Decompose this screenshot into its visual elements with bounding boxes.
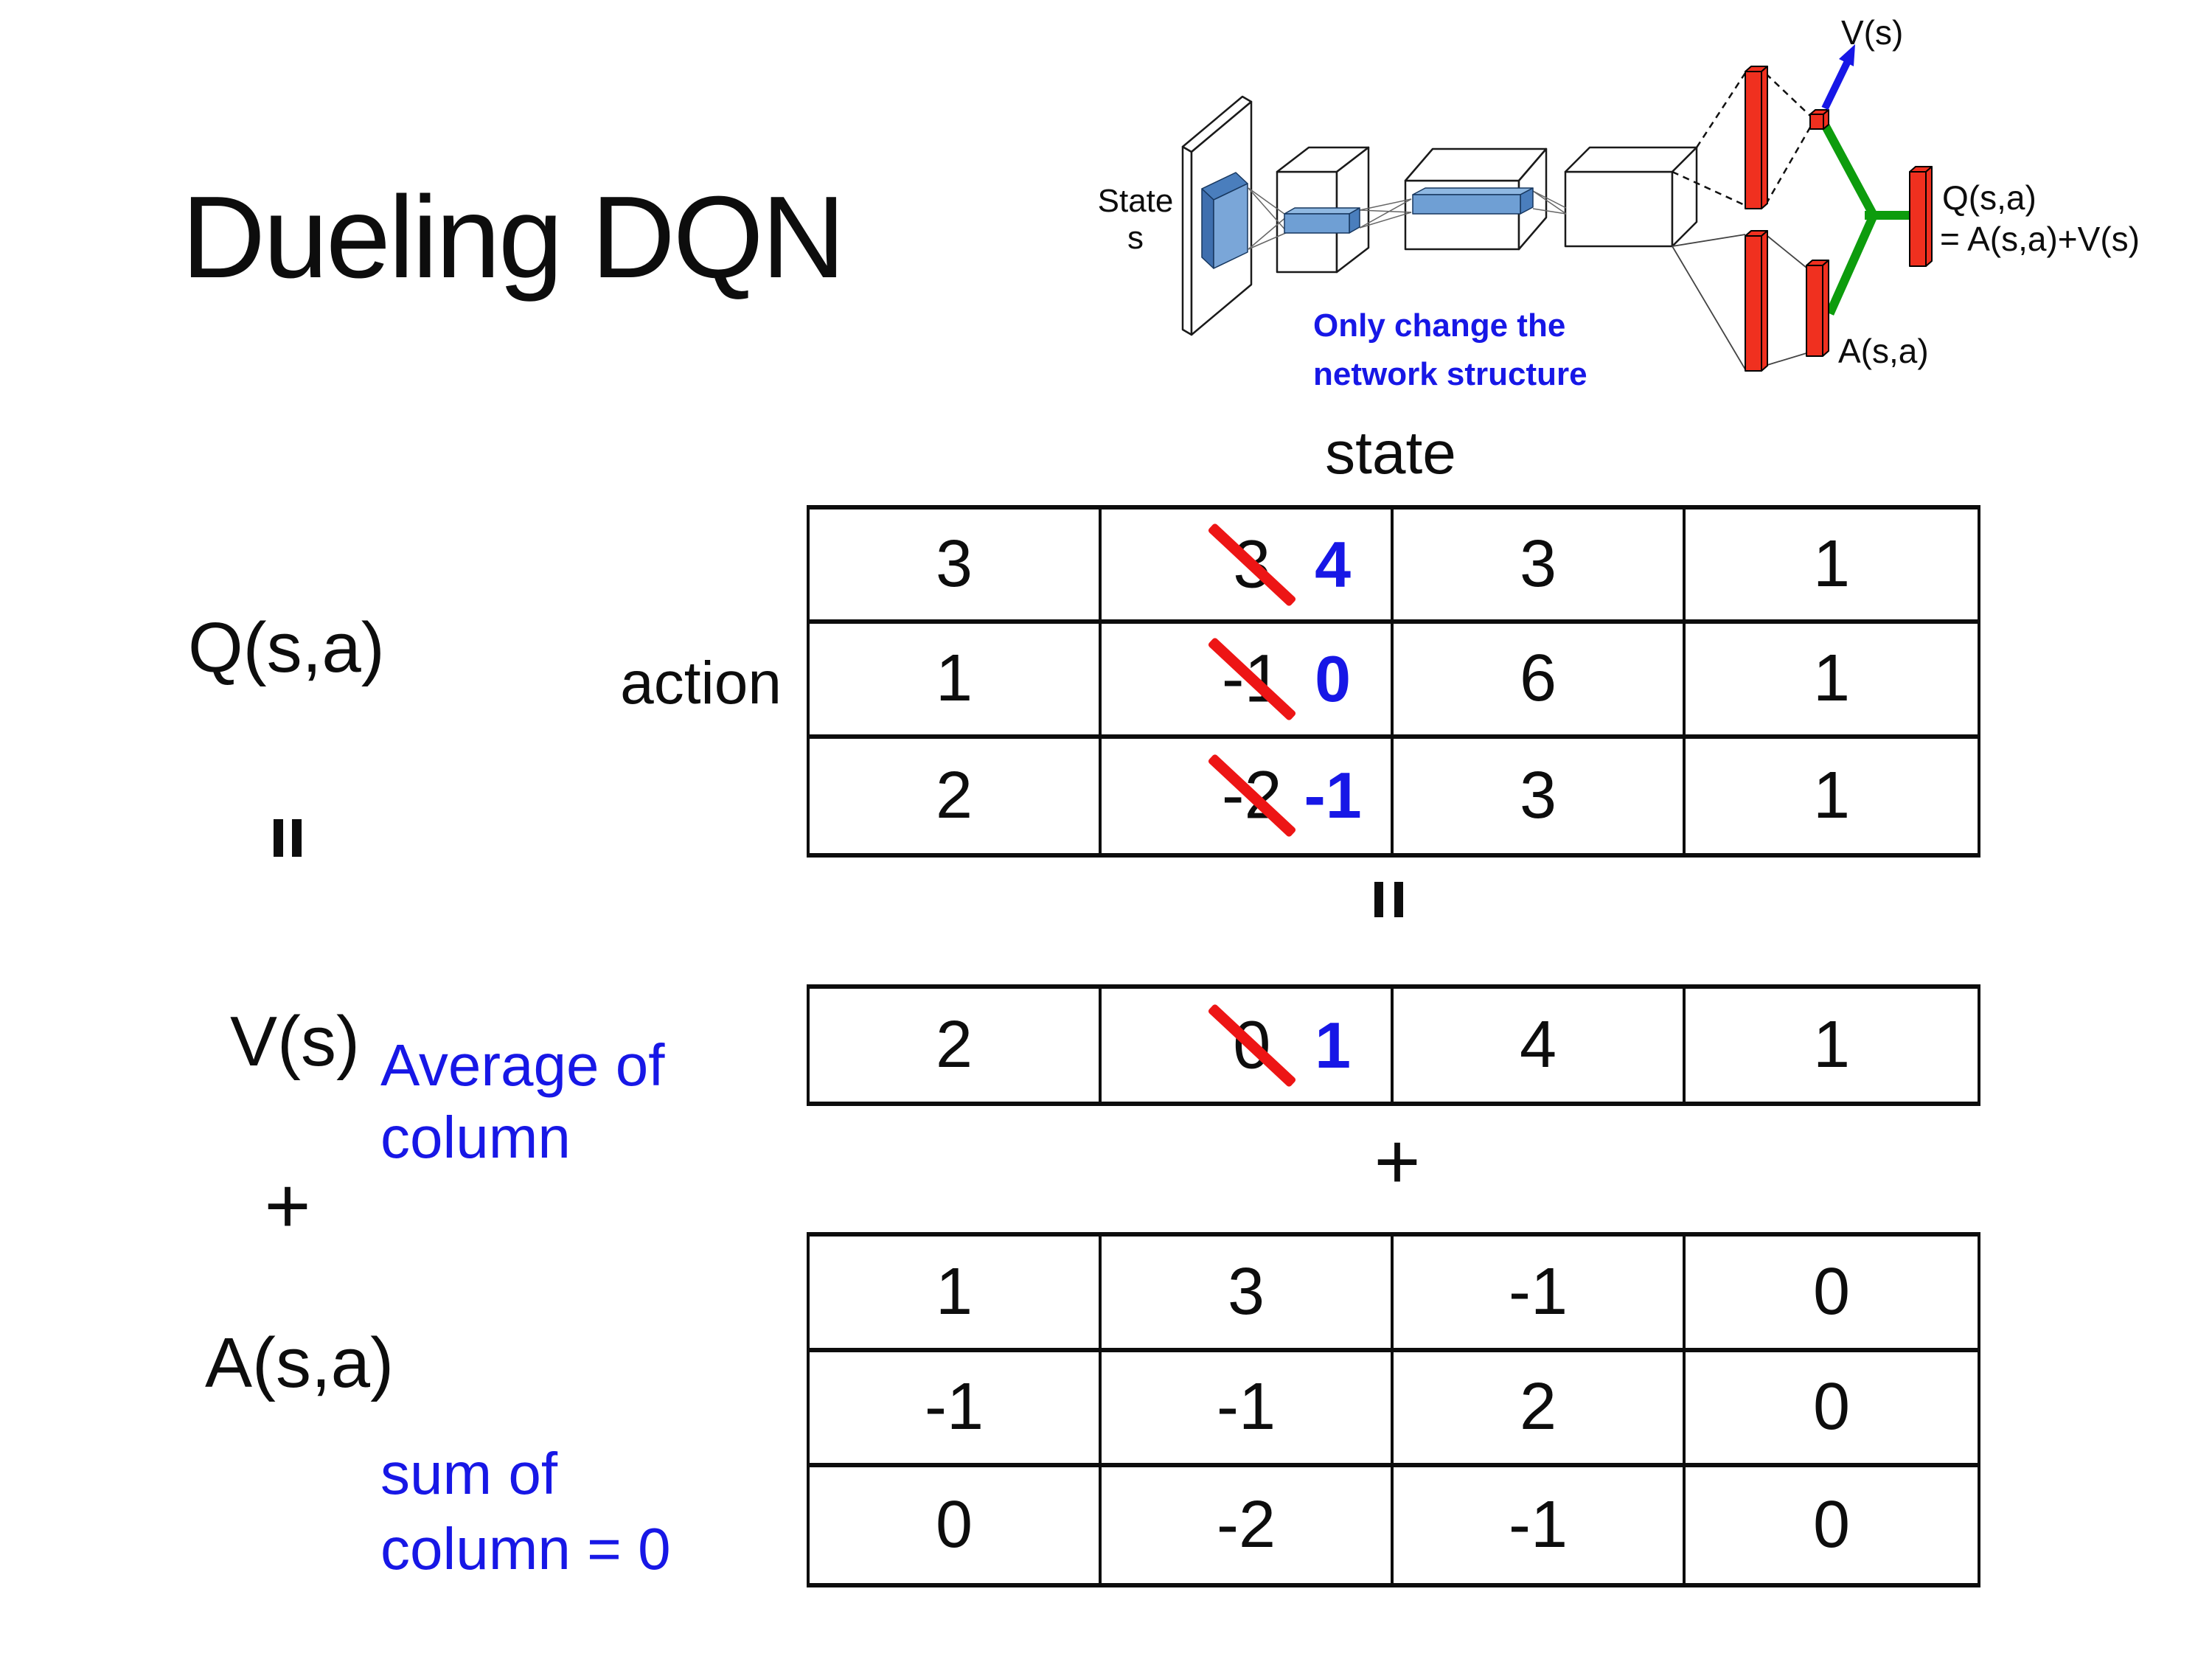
- sum-note-line2: column = 0: [380, 1516, 671, 1582]
- cell-value: 0: [935, 1488, 973, 1562]
- cell-value: 2: [935, 1008, 973, 1082]
- cell-value: 1: [1812, 527, 1851, 602]
- table-cell: -1: [1102, 1352, 1394, 1468]
- table-cell: 0: [1686, 1352, 1978, 1468]
- table-cell: -1: [1394, 1467, 1686, 1583]
- cell-value: 0: [1812, 1488, 1851, 1562]
- a-term-label: A(s,a): [205, 1324, 394, 1402]
- value-arrow-icon: [1821, 44, 1855, 111]
- cell-value: 6: [1519, 641, 1557, 716]
- cell-value: 0: [1812, 1254, 1851, 1329]
- conv-filter-1: [1201, 172, 1248, 269]
- v-term-label: V(s): [230, 1002, 360, 1081]
- cell-value: 3: [1519, 527, 1557, 602]
- table-cell: 2: [810, 989, 1102, 1102]
- state-axis-label: state: [1325, 420, 1456, 487]
- aggregator-link: [1820, 122, 1915, 316]
- cell-new-value: 0: [1315, 641, 1352, 715]
- equals-rotated-center: [1374, 882, 1403, 917]
- table-cell: 3: [810, 509, 1102, 625]
- cell-new-value: 1: [1315, 1008, 1352, 1082]
- average-note: Average of column: [380, 1029, 664, 1173]
- table-cell: 2: [810, 738, 1102, 853]
- cell-value: 3: [1519, 758, 1557, 832]
- v-value-table: 2 0 1 4 1: [807, 984, 1980, 1106]
- action-axis-label: action: [620, 650, 782, 717]
- cell-value: -2: [1216, 1488, 1276, 1562]
- table-cell: 1: [1686, 739, 1978, 853]
- cell-value: 4: [1519, 1008, 1557, 1082]
- table-cell: -2: [1102, 1467, 1394, 1583]
- cell-value: -1: [1216, 1370, 1276, 1444]
- cell-value: 1: [1812, 758, 1851, 832]
- diagram-note-line2: network structure: [1313, 356, 1587, 392]
- table-cell: 1: [1686, 509, 1978, 625]
- table-cell: 0: [810, 1467, 1102, 1583]
- fc-bars: [1745, 66, 1933, 372]
- table-cell: 6: [1394, 624, 1686, 739]
- diagram-state-s-label: s: [1127, 220, 1144, 256]
- diagram-v-label: V(s): [1841, 13, 1903, 52]
- a-value-table: 1 3 -1 0 -1 -1 2 0 0 -2 -1 0: [807, 1232, 1980, 1587]
- advantage-stream-links: [1672, 234, 1807, 370]
- diagram-q-label: Q(s,a): [1942, 178, 2037, 217]
- cell-value: 3: [935, 527, 973, 602]
- dueling-network-diagram: State s: [1098, 13, 2140, 392]
- table-cell-corrected: 0 1: [1102, 989, 1394, 1102]
- diagram-a-label: A(s,a): [1838, 332, 1929, 370]
- diagram-note-line1: Only change the: [1313, 307, 1565, 344]
- table-cell: -1: [1394, 1237, 1686, 1352]
- table-cell: 4: [1394, 989, 1686, 1102]
- convolution-lines: [1248, 187, 1567, 250]
- table-cell-corrected: -1 0: [1102, 624, 1394, 739]
- sum-note-line1: sum of: [380, 1441, 558, 1506]
- cell-value: -1: [924, 1370, 984, 1444]
- table-cell: 1: [810, 1237, 1102, 1352]
- cell-value: 3: [1227, 1254, 1265, 1329]
- table-cell: 2: [1394, 1352, 1686, 1468]
- cell-value: 2: [935, 758, 973, 832]
- table-cell: -1: [810, 1352, 1102, 1468]
- plus-sign-left: +: [264, 1161, 311, 1250]
- cell-value: 1: [1812, 641, 1851, 716]
- table-cell: 0: [1686, 1467, 1978, 1583]
- q-value-table: 3 3 4 3 1 1 -1 0 6 1 2 -2 -1 3 1: [807, 505, 1980, 858]
- table-cell: 3: [1394, 509, 1686, 625]
- cell-value: 1: [935, 641, 973, 716]
- cell-new-value: -1: [1304, 759, 1362, 832]
- diagram-state-label: State: [1098, 183, 1174, 219]
- cell-value: 1: [1812, 1008, 1851, 1082]
- cell-value: 1: [935, 1254, 973, 1329]
- table-cell-corrected: 3 4: [1102, 509, 1394, 625]
- cell-value: 0: [1812, 1370, 1851, 1444]
- table-cell: 3: [1394, 738, 1686, 853]
- average-note-line2: column: [380, 1104, 571, 1170]
- feature-slab-2: [1284, 207, 1360, 234]
- sum-note: sum of column = 0: [380, 1436, 671, 1587]
- cell-new-value: 4: [1315, 527, 1352, 601]
- page-title: Dueling DQN: [181, 173, 846, 302]
- average-note-line1: Average of: [380, 1032, 665, 1098]
- table-cell: 3: [1102, 1237, 1394, 1352]
- equals-rotated-left: [274, 819, 302, 857]
- cell-value: 2: [1519, 1370, 1557, 1444]
- table-cell: 1: [810, 624, 1102, 739]
- value-stream-links: [1672, 72, 1812, 207]
- diagram-q-equation: = A(s,a)+V(s): [1940, 220, 2140, 258]
- table-cell-corrected: -2 -1: [1102, 738, 1394, 853]
- table-cell: 1: [1686, 989, 1978, 1102]
- q-term-label: Q(s,a): [188, 608, 385, 687]
- cell-value: -1: [1508, 1254, 1568, 1329]
- table-cell: 1: [1686, 624, 1978, 739]
- table-cell: 0: [1686, 1237, 1978, 1352]
- feature-slab-3: [1412, 187, 1534, 215]
- cell-value: -1: [1508, 1488, 1568, 1562]
- plus-sign-center: +: [1374, 1116, 1421, 1206]
